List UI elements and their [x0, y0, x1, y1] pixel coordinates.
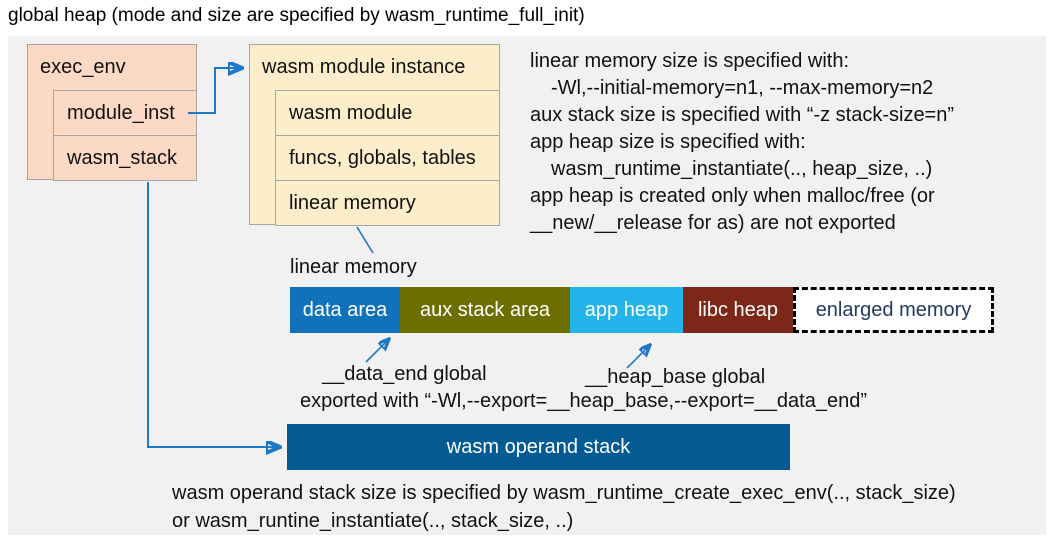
exec-env-field-module-inst: module_inst — [53, 90, 197, 136]
note-line: __new/__release for as) are not exported — [530, 212, 896, 234]
memory-bar: data area aux stack area app heap libc h… — [290, 287, 994, 333]
note-line: app heap size is specified with: — [530, 131, 806, 153]
annotation-exported: exported with “-Wl,--export=__heap_base,… — [300, 390, 867, 412]
operand-stack-bar: wasm operand stack — [287, 424, 790, 470]
exec-env-field-wasm-stack: wasm_stack — [53, 135, 197, 181]
annotation-heap-base: __heap_base global — [585, 366, 766, 388]
memory-segment-app-heap: app heap — [570, 287, 683, 333]
note-line: linear memory size is specified with: — [530, 50, 849, 72]
memory-segment-data-area: data area — [290, 287, 400, 333]
diagram-title: global heap (mode and size are specified… — [8, 5, 585, 26]
note-line: app heap is created only when malloc/fre… — [530, 185, 935, 207]
note-line: wasm_runtime_instantiate(.., heap_size, … — [551, 158, 933, 180]
memory-segment-aux-stack-area: aux stack area — [400, 287, 570, 333]
footer-line: wasm operand stack size is specified by … — [172, 482, 956, 504]
exec-env-header: exec_env — [40, 56, 126, 78]
module-instance-field-linear-memory: linear memory — [275, 180, 500, 226]
memory-segment-enlarged-memory: enlarged memory — [793, 287, 994, 333]
note-line: -Wl,--initial-memory=n1, --max-memory=n2 — [551, 77, 934, 99]
module-instance-field-wasm-module: wasm module — [275, 90, 500, 136]
module-instance-field-funcs-globals-tables: funcs, globals, tables — [275, 135, 500, 181]
linear-memory-label: linear memory — [290, 256, 417, 278]
footer-note: wasm operand stack size is specified by … — [172, 479, 956, 535]
note-line: aux stack size is specified with “-z sta… — [530, 104, 955, 126]
annotation-data-end: __data_end global — [322, 363, 487, 385]
memory-segment-libc-heap: libc heap — [683, 287, 793, 333]
module-instance-header: wasm module instance — [262, 56, 466, 78]
footer-line: or wasm_runtine_instantiate(.., stack_si… — [172, 510, 574, 532]
linear-memory-notes: linear memory size is specified with: -W… — [530, 48, 954, 237]
